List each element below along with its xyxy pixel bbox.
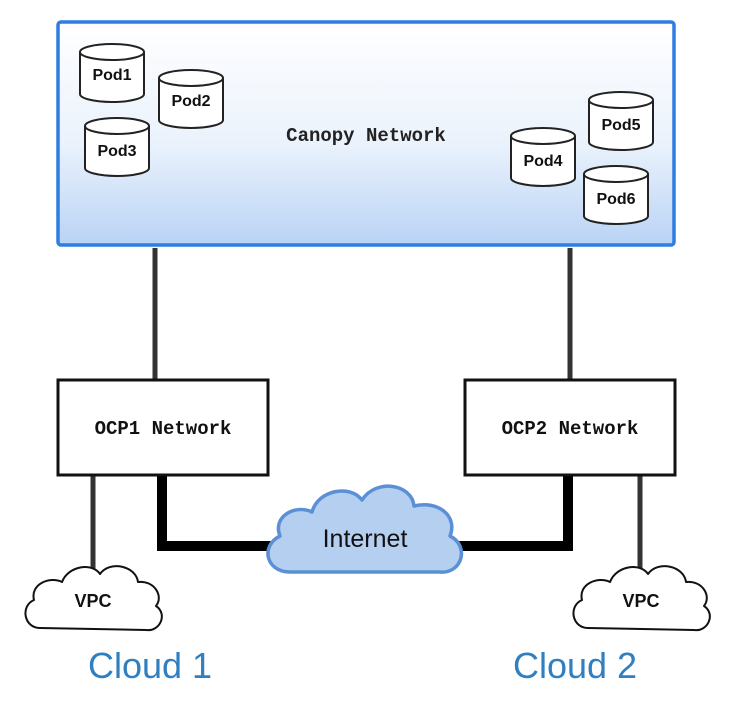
cloud2-label: Cloud 2 bbox=[513, 645, 637, 686]
pod-label: Pod2 bbox=[171, 93, 210, 110]
link-ocp1-internet bbox=[157, 475, 276, 551]
canopy-network-label: Canopy Network bbox=[286, 125, 446, 147]
cloud1-label: Cloud 1 bbox=[88, 645, 212, 686]
connectors bbox=[90, 248, 643, 578]
link-ocp2-internet bbox=[452, 475, 573, 551]
pod-cylinder: Pod3 bbox=[84, 117, 150, 177]
ocp2-network-box bbox=[463, 378, 677, 477]
pod-label: Pod6 bbox=[596, 191, 635, 208]
pod-label: Pod1 bbox=[92, 67, 131, 84]
pod-label: Pod3 bbox=[97, 143, 136, 160]
internet-label: Internet bbox=[323, 525, 408, 553]
ocp1-network-box bbox=[56, 378, 270, 477]
pod-cylinder: Pod1 bbox=[79, 43, 145, 103]
ocp1-network-label: OCP1 Network bbox=[95, 418, 232, 440]
pod-cylinder: Pod5 bbox=[588, 91, 654, 151]
vpc1-label: VPC bbox=[74, 591, 111, 611]
ocp2-network-label: OCP2 Network bbox=[502, 418, 639, 440]
internet-cloud: Internet bbox=[266, 484, 464, 574]
vpc-cloud-1: VPC bbox=[24, 565, 163, 632]
pod-cylinder: Pod2 bbox=[158, 69, 224, 129]
pod-label: Pod4 bbox=[523, 153, 562, 170]
pod-cylinder: Pod4 bbox=[510, 127, 576, 187]
pod-cylinder: Pod6 bbox=[583, 165, 649, 225]
vpc2-label: VPC bbox=[622, 591, 659, 611]
pod-label: Pod5 bbox=[601, 117, 640, 134]
vpc-cloud-2: VPC bbox=[572, 565, 711, 632]
